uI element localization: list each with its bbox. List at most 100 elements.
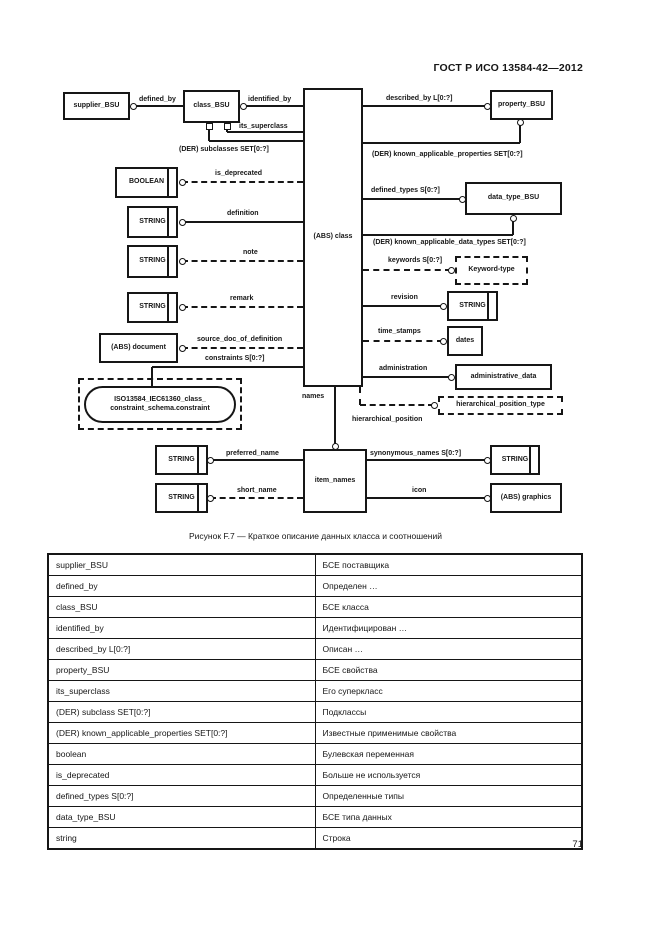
table-cell-description: Описан … xyxy=(314,638,583,660)
box-string-preferred-name: STRING xyxy=(155,445,208,475)
table-cell-description: Определенные типы xyxy=(314,785,583,807)
table-cell-description: Известные применимые свойства xyxy=(314,722,583,744)
edge-subclasses-h xyxy=(209,140,303,142)
edge-revision xyxy=(363,305,443,307)
type-divider xyxy=(167,294,169,321)
edge-label-icon: icon xyxy=(411,487,428,494)
box-string-remark: STRING xyxy=(127,292,178,323)
box-graphics: (ABS) graphics xyxy=(490,483,562,513)
table-cell-description: Подклассы xyxy=(314,701,583,723)
box-document: (ABS) document xyxy=(99,333,178,363)
box-label-data-type-bsu: data_type_BSU xyxy=(487,194,540,202)
edge-constraints-v xyxy=(151,367,153,386)
box-constraint-schema-ref: ISO13584_IEC61360_class_ constraint_sche… xyxy=(84,386,236,423)
box-label-document: (ABS) document xyxy=(111,343,166,351)
edge-label-described-by: described_by L[0:?] xyxy=(385,95,454,102)
table-cell-description: Больше не используется xyxy=(314,764,583,786)
box-administrative-data: administrative_data xyxy=(455,364,552,390)
relation-circle-identified-by-end xyxy=(239,102,247,110)
box-boolean: BOOLEAN xyxy=(115,167,178,198)
box-string-revision: STRING xyxy=(447,291,498,321)
relation-circle-definition-end xyxy=(178,218,186,226)
table-cell-term: described_by L[0:?] xyxy=(47,638,316,660)
edge-preferred-name xyxy=(210,459,303,461)
table-cell-term: is_deprecated xyxy=(47,764,316,786)
relation-square-subclasses-origin xyxy=(205,122,213,130)
relation-circle-short-name-end xyxy=(206,494,214,502)
edge-known-applicable-data-types-h xyxy=(363,234,513,236)
type-divider xyxy=(487,293,489,319)
table-cell-term: defined_types S[0:?] xyxy=(47,785,316,807)
edge-its-superclass-h xyxy=(227,131,303,133)
edge-label-identified-by: identified_by xyxy=(247,96,293,103)
relation-circle-names-end xyxy=(331,442,339,450)
box-label-administrative-data: administrative_data xyxy=(470,372,537,380)
table-row: described_by L[0:?]Описан … xyxy=(47,638,583,660)
table-cell-term: property_BSU xyxy=(47,659,316,681)
edge-defined-types xyxy=(363,198,462,200)
relation-circle-described-by-end xyxy=(483,102,491,110)
table-cell-description: Определен … xyxy=(314,575,583,597)
edge-label-preferred-name: preferred_name xyxy=(225,450,280,457)
box-label-keyword-type: Keyword-type xyxy=(468,266,515,274)
table-cell-term: defined_by xyxy=(47,575,316,597)
box-label-string-preferred-name: STRING xyxy=(168,455,195,463)
box-label-string-short-name: STRING xyxy=(168,493,195,501)
edge-label-its-superclass: its_superclass xyxy=(238,123,289,130)
box-dates: dates xyxy=(447,326,483,356)
type-divider xyxy=(167,247,169,276)
box-label-class: (ABS) class xyxy=(313,233,353,241)
edge-note xyxy=(182,260,303,262)
table-cell-term: (DER) subclass SET[0:?] xyxy=(47,701,316,723)
edge-known-applicable-properties-v xyxy=(519,123,521,143)
edge-definition xyxy=(182,221,303,223)
relation-circle-synonymous-names-end xyxy=(483,456,491,464)
box-item-names: item_names xyxy=(303,449,367,513)
relation-square-its-superclass-origin xyxy=(223,122,231,130)
relation-circle-known-applicable-properties-end xyxy=(516,118,524,126)
box-label-string-note: STRING xyxy=(139,257,166,265)
edge-label-administration: administration xyxy=(378,365,429,372)
box-label-supplier-bsu: supplier_BSU xyxy=(73,101,120,109)
type-divider xyxy=(197,485,199,511)
edge-short-name xyxy=(210,497,303,499)
table-cell-term: class_BSU xyxy=(47,596,316,618)
table-cell-description: БСЕ типа данных xyxy=(314,806,583,828)
table-cell-description: Булевская переменная xyxy=(314,743,583,765)
edge-label-subclasses: (DER) subclasses SET[0:?] xyxy=(178,146,270,153)
table-cell-description: БСЕ поставщика xyxy=(314,553,583,576)
document-header: ГОСТ Р ИСО 13584-42—2012 xyxy=(433,62,583,74)
edge-subclasses-v xyxy=(208,129,210,141)
type-divider xyxy=(167,208,169,236)
edge-label-remark: remark xyxy=(229,295,255,302)
table-cell-description: Его суперкласс xyxy=(314,680,583,702)
relation-circle-note-end xyxy=(178,257,186,265)
edge-label-names: names xyxy=(301,393,326,400)
box-keyword-type: Keyword-type xyxy=(455,256,528,285)
edge-label-known-applicable-properties: (DER) known_applicable_properties SET[0:… xyxy=(371,151,524,158)
box-class: (ABS) class xyxy=(303,88,363,387)
box-constraint-frame xyxy=(78,378,242,430)
figure-caption: Рисунок F.7 — Краткое описание данных кл… xyxy=(189,531,442,541)
table-cell-term: identified_by xyxy=(47,617,316,639)
edge-label-short-name: short_name xyxy=(236,487,278,494)
edge-label-defined-types: defined_types S[0:?] xyxy=(370,187,441,194)
edge-constraints-h xyxy=(152,366,303,368)
relation-circle-defined-by-end xyxy=(129,102,137,110)
box-data-type-bsu: data_type_BSU xyxy=(465,182,562,215)
relation-circle-icon-end xyxy=(483,494,491,502)
relation-circle-preferred-name-end xyxy=(206,456,214,464)
table-cell-term: boolean xyxy=(47,743,316,765)
table-row: defined_types S[0:?]Определенные типы xyxy=(47,785,583,807)
edge-its-superclass-v xyxy=(226,129,228,132)
